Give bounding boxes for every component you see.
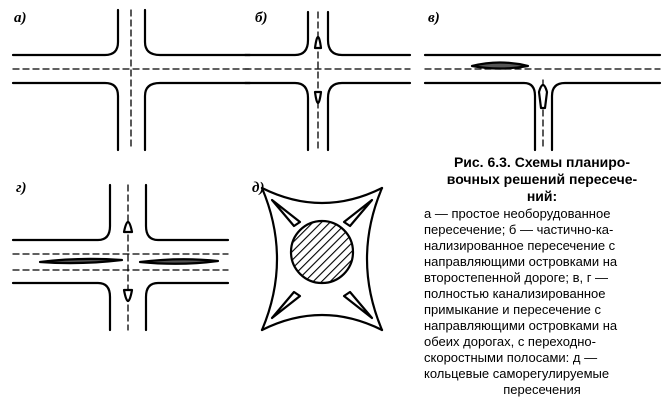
guide-island <box>138 258 220 265</box>
caption-body-line: скоростными полосами: д — <box>424 350 598 365</box>
caption-body-line: примыкание и пересечение с <box>424 302 601 317</box>
scheme-v-channelized-junction <box>423 53 662 152</box>
guide-island <box>122 288 134 303</box>
central-island <box>289 219 355 285</box>
caption-title-line: ний: <box>526 188 558 204</box>
scheme-a-simple-crossing <box>11 8 252 152</box>
label-a: а) <box>14 10 27 26</box>
label-b: б) <box>255 10 267 26</box>
caption-body-line: а — простое необорудованное <box>424 206 611 221</box>
caption-body-line: второстепенной дороге; в, г — <box>424 270 609 285</box>
caption-body-line: направляющими островками на <box>424 254 618 269</box>
label-g: г) <box>16 180 27 196</box>
scheme-b-partial-channelized <box>243 10 412 152</box>
guide-island <box>270 290 302 320</box>
caption-body-line: пересечение; б — частично-ка- <box>424 222 614 237</box>
guide-island <box>122 220 134 234</box>
caption-body-line: кольцевые саморегулируемые <box>424 366 610 381</box>
guide-island <box>38 257 124 265</box>
caption-last-line: пересечения <box>503 382 581 397</box>
guide-island <box>537 83 549 110</box>
guide-island <box>270 198 302 228</box>
caption-title: Рис. 6.3. Схемы планиро- вочных решений … <box>424 154 660 205</box>
label-v: в) <box>428 10 440 26</box>
caption-title-line: вочных решений пересече- <box>446 171 638 187</box>
label-d: д) <box>252 180 264 196</box>
caption-body: а — простое необорудованное пересечение;… <box>424 206 660 398</box>
figure-caption: Рис. 6.3. Схемы планиро- вочных решений … <box>424 154 660 398</box>
caption-body-line: обеих дорогах, с переходно- <box>424 334 596 349</box>
guide-island <box>342 290 374 320</box>
scheme-d-roundabout <box>260 186 384 332</box>
caption-title-line: Рис. 6.3. Схемы планиро- <box>453 154 631 170</box>
guide-island <box>470 61 530 70</box>
guide-island <box>313 90 323 105</box>
scheme-g-full-channelized <box>11 183 230 332</box>
caption-body-line: нализированное пересечение с <box>424 238 616 253</box>
caption-body-line: направляющими островками на <box>424 318 618 333</box>
guide-island <box>342 198 374 228</box>
caption-body-line: полностью канализированное <box>424 286 606 301</box>
guide-island <box>313 35 323 50</box>
